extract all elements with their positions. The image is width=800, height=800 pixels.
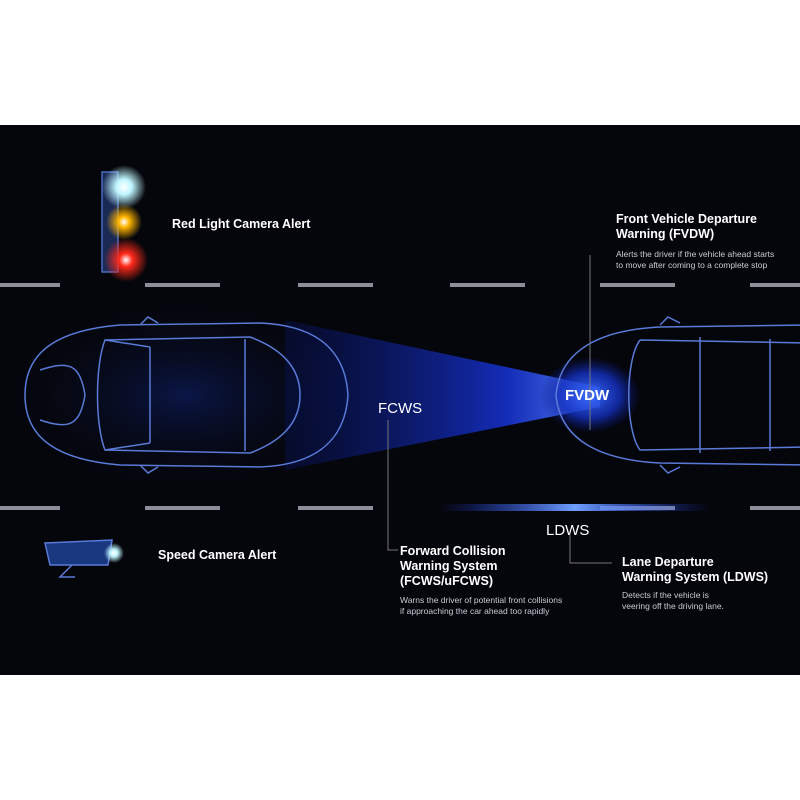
fcws-title-1: Forward Collision	[400, 544, 506, 558]
fvdw-short-label: FVDW	[565, 387, 610, 404]
speed-camera-icon	[44, 539, 124, 578]
fvdw-desc-1: Alerts the driver if the vehicle ahead s…	[616, 249, 775, 259]
ldws-lane-highlight	[440, 504, 710, 511]
fcws-short-label: FCWS	[378, 400, 423, 417]
ldws-desc-1: Detects if the vehicle is	[622, 590, 709, 600]
scene-graphics	[0, 165, 800, 578]
adas-illustration: Red Light Camera Alert Speed Camera Aler…	[0, 125, 800, 675]
ego-car	[24, 316, 349, 474]
fcws-desc-2: if approaching the car ahead too rapidly	[400, 606, 550, 616]
fcws-desc-1: Warns the driver of potential front coll…	[400, 595, 563, 605]
fvdw-desc-2: to move after coming to a complete stop	[616, 260, 768, 270]
fcws-title-3: (FCWS/uFCWS)	[400, 574, 494, 588]
callout-lines	[387, 255, 612, 564]
ldws-title-1: Lane Departure	[622, 555, 714, 569]
car-glow	[0, 295, 375, 495]
traffic-light	[101, 165, 148, 282]
fvdw-title-2: Warning (FVDW)	[616, 227, 715, 241]
fvdw-title-1: Front Vehicle Departure	[616, 212, 758, 226]
ldws-desc-2: veering off the driving lane.	[622, 601, 724, 611]
lead-car	[555, 316, 800, 474]
ldws-title-2: Warning System (LDWS)	[622, 570, 769, 584]
fcws-beam	[285, 320, 600, 470]
red-light-camera-label: Red Light Camera Alert	[172, 217, 311, 231]
speed-camera-label: Speed Camera Alert	[158, 548, 277, 562]
lane-dashes-top	[0, 283, 800, 287]
ldws-short-label: LDWS	[546, 522, 590, 539]
fcws-title-2: Warning System	[400, 559, 498, 573]
